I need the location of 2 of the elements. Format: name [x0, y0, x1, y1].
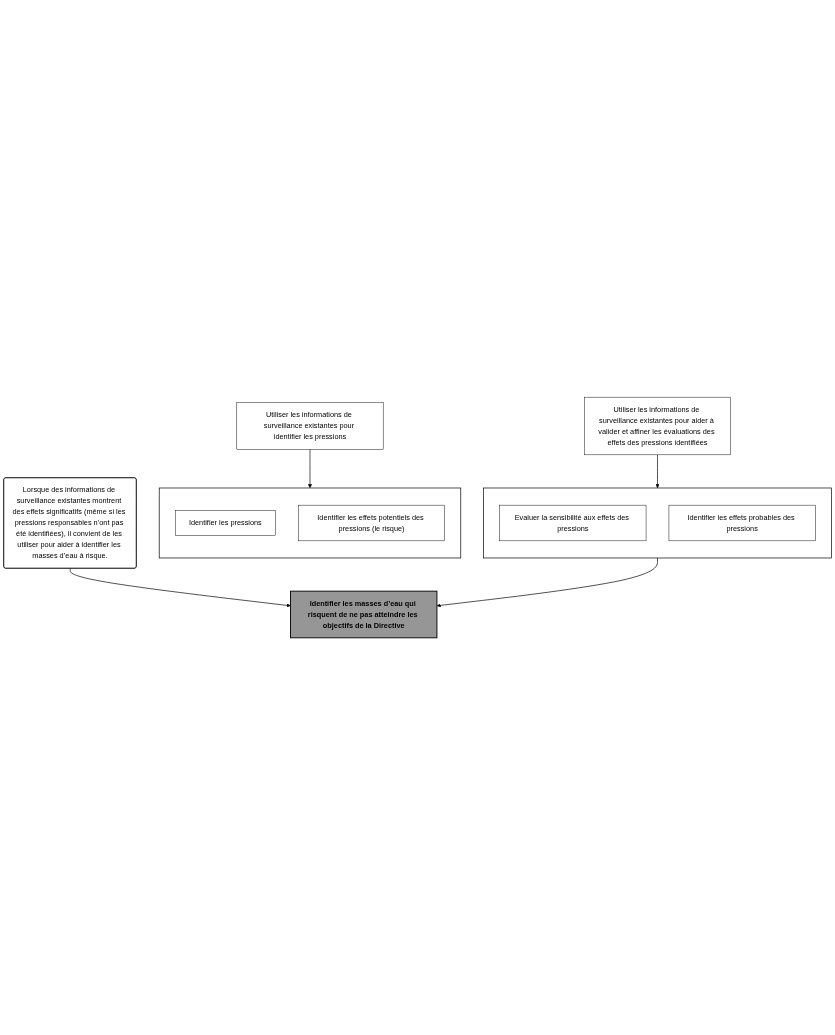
- cluster: [158, 487, 462, 559]
- cluster: [483, 487, 832, 559]
